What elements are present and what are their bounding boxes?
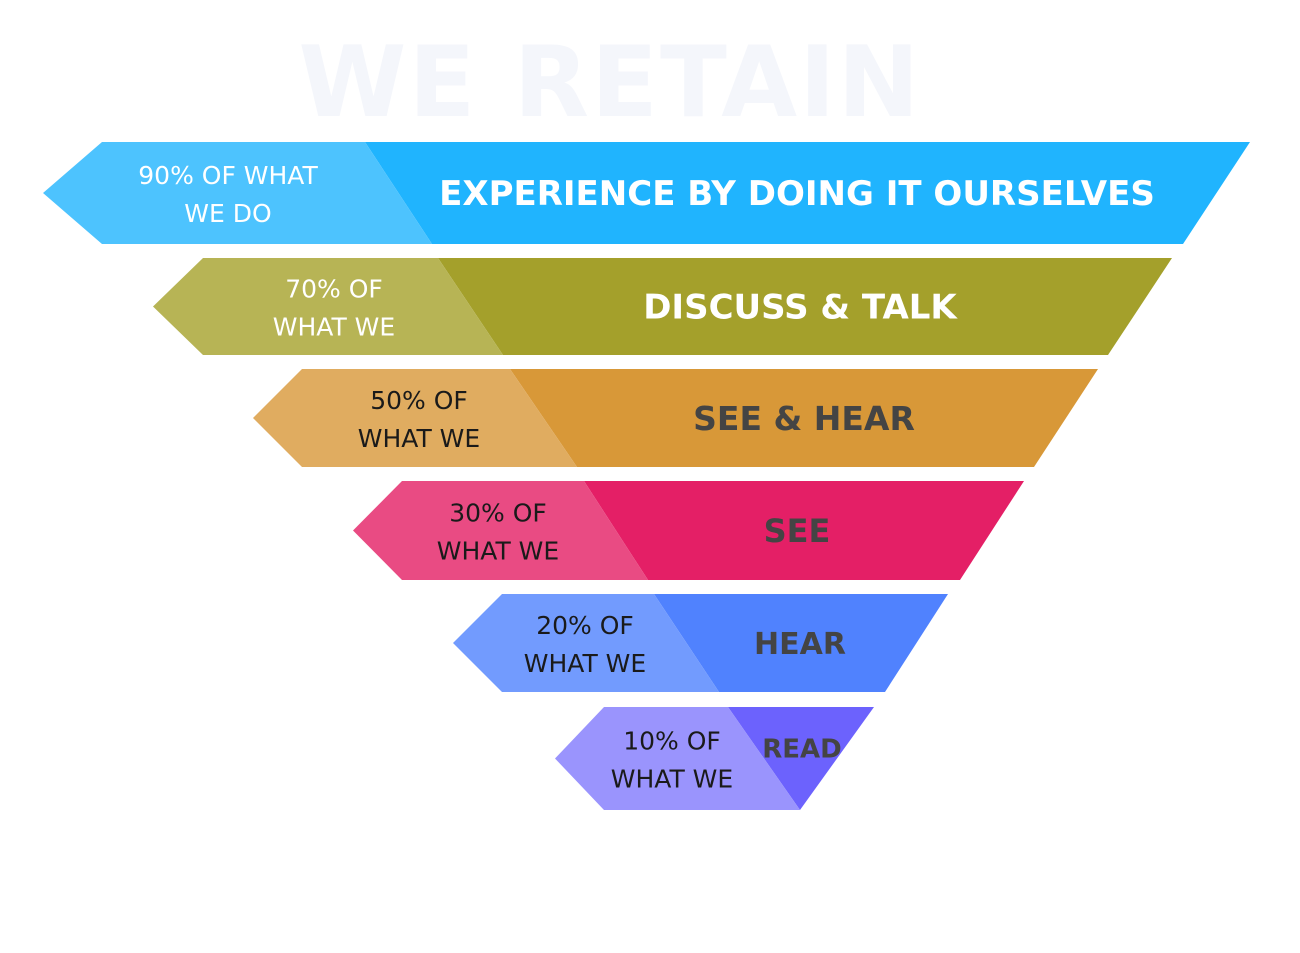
level-action-label: SEE & HEAR bbox=[693, 399, 915, 438]
level-arrow-tab bbox=[253, 369, 577, 467]
level-arrow-tab bbox=[453, 594, 719, 692]
funnel-level: 70% OF WHAT WE DISCUSS & TALK bbox=[153, 258, 1172, 355]
level-action-label: DISCUSS & TALK bbox=[643, 288, 958, 328]
level-percent-line1: 90% OF WHAT bbox=[138, 161, 318, 190]
level-percent-line1: 50% OF bbox=[370, 386, 468, 415]
funnel-levels: 90% OF WHAT WE DO EXPERIENCE BY DOING IT O… bbox=[43, 142, 1250, 810]
funnel-level: 90% OF WHAT WE DO EXPERIENCE BY DOING IT O… bbox=[43, 142, 1250, 244]
funnel-level: 30% OF WHAT WE SEE bbox=[353, 481, 1024, 580]
level-action-label: HEAR bbox=[754, 627, 846, 662]
level-percent-line2: WHAT WE bbox=[358, 424, 480, 453]
level-percent-line2: WHAT WE bbox=[437, 537, 559, 566]
level-arrow-tab bbox=[555, 707, 800, 810]
level-percent-line2: WHAT WE bbox=[524, 649, 646, 678]
level-action-label: SEE bbox=[764, 512, 831, 550]
level-band bbox=[365, 142, 1250, 244]
level-arrow-tab bbox=[353, 481, 648, 580]
level-action-label: READ bbox=[762, 735, 842, 765]
level-band bbox=[438, 258, 1172, 355]
level-percent-line2: WE DO bbox=[184, 199, 271, 228]
level-percent-line2: WHAT WE bbox=[611, 765, 733, 794]
level-percent-line1: 20% OF bbox=[536, 611, 634, 640]
level-action-label: EXPERIENCE BY DOING IT OURSELVES bbox=[439, 174, 1155, 214]
funnel-level: 10% OF WHAT WE READ bbox=[555, 707, 874, 810]
level-band bbox=[654, 594, 948, 692]
level-percent-line1: 70% OF bbox=[285, 275, 383, 304]
funnel-level: 20% OF WHAT WE HEAR bbox=[453, 594, 948, 692]
level-band bbox=[728, 707, 874, 810]
level-arrow-tab bbox=[43, 142, 432, 244]
funnel-level: 50% OF WHAT WE SEE & HEAR bbox=[253, 369, 1098, 467]
level-percent-line2: WHAT WE bbox=[273, 313, 395, 342]
level-percent-line1: 10% OF bbox=[623, 727, 721, 756]
heading-we-retain: WE RETAIN bbox=[298, 26, 921, 140]
level-band bbox=[510, 369, 1098, 467]
level-arrow-tab bbox=[153, 258, 503, 355]
level-percent-line1: 30% OF bbox=[449, 499, 547, 528]
level-band bbox=[584, 481, 1024, 580]
